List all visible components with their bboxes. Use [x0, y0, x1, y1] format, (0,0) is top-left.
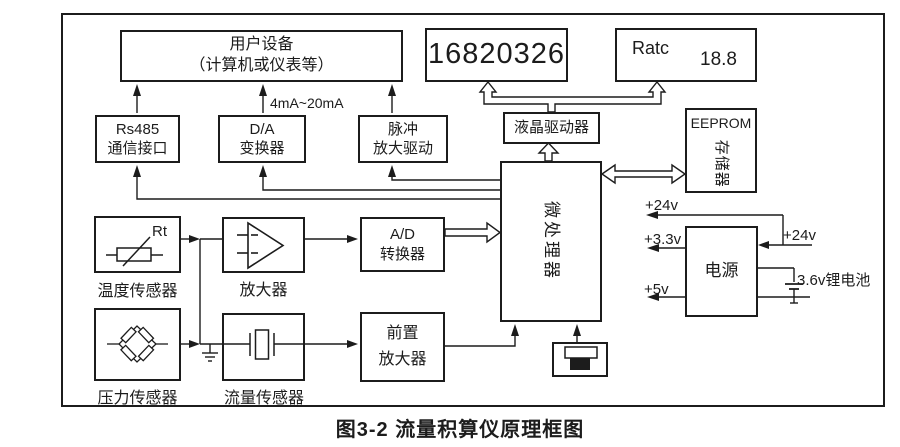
battery-label: 3.6v锂电池: [797, 272, 871, 289]
lcd-driver-label: 液晶驱动器: [513, 119, 589, 137]
box-flow-sensor: [222, 313, 305, 381]
box-user-device: 用户设备 （计算机或仪表等）: [120, 30, 403, 82]
current-loop-label: 4mA~20mA: [270, 95, 344, 111]
ratc-label: Ratc: [632, 38, 670, 58]
preamp-line1: 前置: [386, 325, 419, 343]
box-keypad: [552, 342, 608, 377]
ratc-value: 18.8: [700, 49, 737, 71]
user-device-line1: 用户设备: [229, 36, 294, 54]
total-display-value: 16820326: [427, 38, 566, 71]
thermistor-rt-label: Rt: [152, 223, 167, 240]
box-lcd-driver: 液晶驱动器: [503, 112, 600, 144]
eeprom-line2: 存储器: [712, 139, 730, 188]
rs485-line1: Rs485: [115, 120, 160, 138]
box-temp-sensor: Rt: [94, 216, 181, 273]
box-ad-converter: A/D 转换器: [360, 217, 445, 272]
box-amplifier: [222, 217, 305, 273]
box-rs485: Rs485 通信接口: [95, 115, 180, 163]
diagram-border: [61, 13, 885, 407]
da-line2: 变换器: [239, 140, 285, 157]
ad-line2: 转换器: [379, 245, 425, 263]
ad-line1: A/D: [389, 226, 415, 243]
rail-5v-label: +5v: [644, 281, 669, 298]
amplifier-caption: 放大器: [239, 282, 288, 299]
user-device-line2: （计算机或仪表等）: [189, 57, 334, 74]
microprocessor-label: 微处理器: [542, 201, 562, 282]
rail-3v3-label: +3.3v: [644, 231, 682, 248]
pulse-line2: 放大驱动: [372, 140, 433, 157]
box-eeprom: EEPROM 存储器: [685, 108, 757, 193]
da-line1: D/A: [249, 120, 275, 138]
power-label: 电源: [704, 261, 739, 281]
box-microprocessor: 微处理器: [500, 161, 602, 322]
flow-sensor-caption: 流量传感器: [223, 390, 304, 407]
pressure-sensor-caption: 压力传感器: [97, 390, 178, 407]
box-pulse-driver: 脉冲 放大驱动: [358, 115, 448, 163]
rail-24v-in-label: +24v: [783, 227, 816, 244]
box-ratc-display: Ratc 18.8: [615, 28, 757, 82]
box-da-converter: D/A 变换器: [218, 115, 306, 163]
rs485-line2: 通信接口: [107, 140, 168, 157]
pulse-line1: 脉冲: [387, 120, 418, 138]
temp-sensor-caption: 温度传感器: [97, 283, 178, 300]
eeprom-line1: EEPROM: [690, 115, 752, 131]
figure-caption: 图3-2 流量积算仪原理框图: [335, 419, 585, 441]
box-total-display: 16820326: [425, 28, 568, 82]
box-power: 电源: [685, 226, 758, 317]
box-preamp: 前置 放大器: [360, 312, 445, 382]
rail-24v-out-label: +24v: [645, 197, 678, 214]
box-pressure-sensor: [94, 308, 181, 381]
preamp-line2: 放大器: [378, 351, 427, 368]
